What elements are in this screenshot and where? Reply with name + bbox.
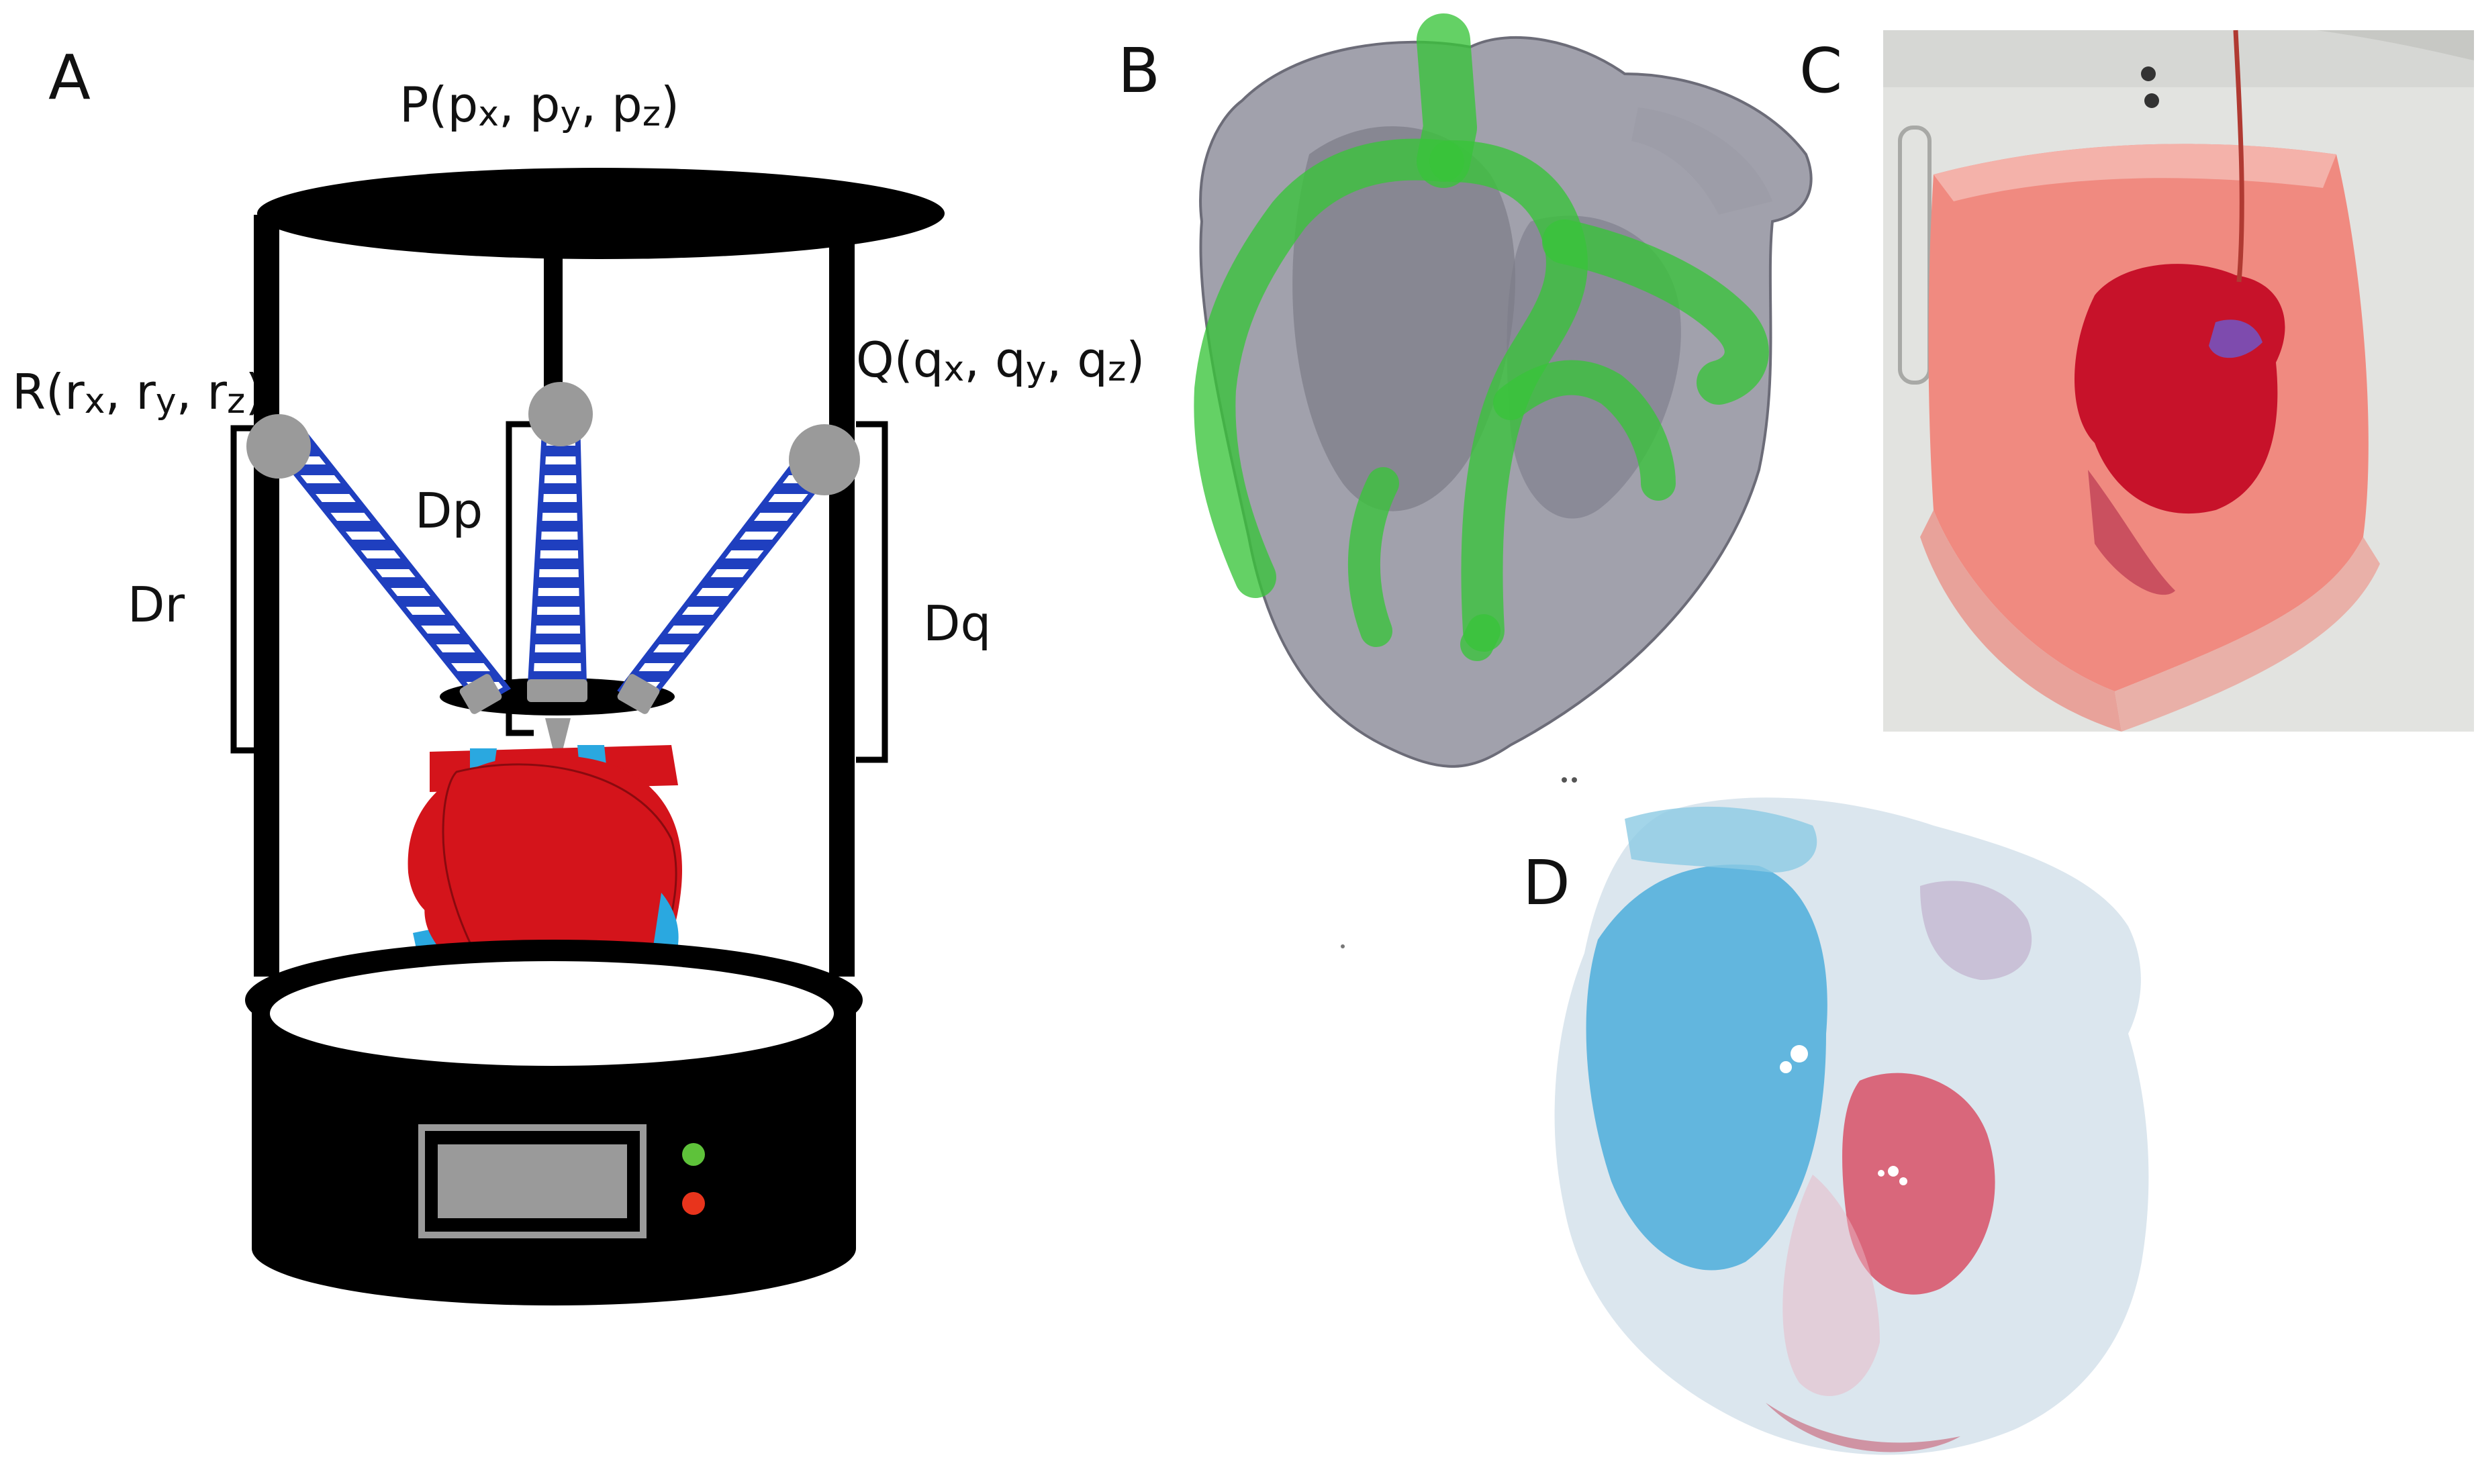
column-center bbox=[544, 235, 563, 396]
panel-label-b: B bbox=[1118, 35, 1161, 107]
label-dr: Dr bbox=[128, 577, 185, 633]
display-bezel bbox=[418, 1124, 647, 1238]
label-dp: Dp bbox=[415, 483, 483, 539]
label-dq: Dq bbox=[923, 595, 992, 652]
status-light-red bbox=[682, 1192, 705, 1215]
arm-left bbox=[264, 423, 512, 707]
bracket-dp bbox=[506, 421, 534, 736]
label-p-coordinates: P(px, py, pz) bbox=[399, 77, 680, 134]
bracket-dr bbox=[230, 425, 260, 754]
joint-q bbox=[789, 424, 860, 495]
display-screen bbox=[438, 1144, 627, 1218]
label-q-coordinates: Q(qx, qy, qz) bbox=[856, 332, 1145, 389]
speck bbox=[1341, 944, 1345, 948]
printer-base-bottom bbox=[252, 1191, 856, 1305]
joint-effector-right bbox=[617, 674, 660, 714]
arm-center bbox=[527, 417, 587, 687]
printer-top-cap bbox=[257, 168, 945, 259]
joint-effector-left bbox=[459, 674, 502, 714]
photo-printed-heart-in-gel bbox=[1883, 30, 2474, 732]
bracket-dq bbox=[856, 421, 888, 763]
status-light-green bbox=[682, 1143, 705, 1166]
joint-r bbox=[246, 414, 311, 479]
joint-effector-center bbox=[527, 679, 587, 702]
column-left bbox=[254, 215, 279, 977]
panel-label-d: D bbox=[1523, 847, 1570, 919]
print-bed bbox=[270, 961, 834, 1066]
panel-label-a: A bbox=[48, 42, 91, 113]
heart-model-with-vessels bbox=[1194, 13, 1813, 783]
photo-hydrogel-heart bbox=[1554, 797, 2149, 1455]
joint-p bbox=[528, 382, 593, 446]
column-right bbox=[829, 215, 855, 977]
panel-label-c: C bbox=[1799, 35, 1843, 107]
nozzle bbox=[545, 718, 571, 750]
